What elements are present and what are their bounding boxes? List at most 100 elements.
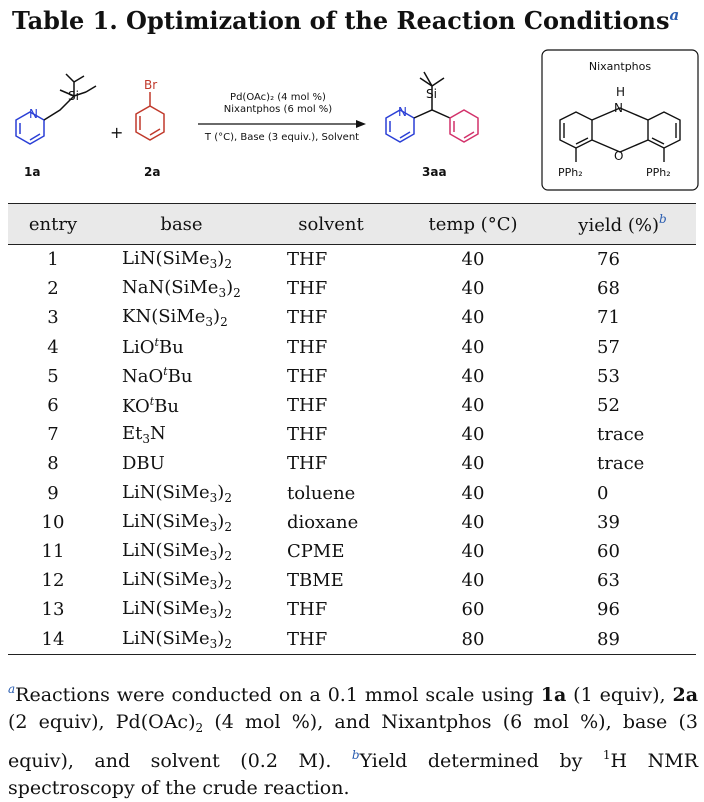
- cell-base: LiN(SiMe3)2: [122, 539, 232, 563]
- ligand-box: [541, 49, 699, 191]
- footnote-a-marker: a: [8, 682, 16, 696]
- table-title: Table 1. Optimization of the Reaction Co…: [12, 6, 680, 35]
- cell-temp: 80: [397, 624, 549, 655]
- yield-footnote-marker: b: [659, 212, 667, 226]
- cell-base: NaN(SiMe3)2: [122, 277, 241, 301]
- cell-base: LiN(SiMe3)2: [122, 569, 232, 593]
- cell-entry: 8: [47, 453, 59, 475]
- table-row: 1 LiN(SiMe3)2 THF 40 76: [8, 245, 696, 275]
- cell-yield: 0: [597, 482, 609, 504]
- cell-yield: 60: [597, 540, 620, 562]
- cell-solvent: THF: [287, 336, 328, 358]
- cell-base: LiN(SiMe3)2: [122, 248, 232, 272]
- cell-entry: 11: [41, 540, 65, 562]
- cell-yield: 96: [597, 599, 620, 621]
- cell-solvent: THF: [287, 278, 328, 300]
- header-solvent: solvent: [265, 203, 397, 245]
- cell-solvent: THF: [287, 395, 328, 417]
- cell-yield: 76: [597, 249, 620, 271]
- title-footnote-marker: a: [669, 6, 680, 24]
- cell-solvent: THF: [287, 307, 328, 329]
- cell-solvent: CPME: [287, 540, 345, 562]
- cell-entry: 3: [47, 307, 59, 329]
- table-row: 2 NaN(SiMe3)2 THF 40 68: [8, 274, 696, 303]
- cell-yield: trace: [597, 453, 645, 475]
- cell-temp: 40: [461, 540, 485, 562]
- header-yield: yield (%)b: [549, 203, 696, 245]
- ligand-pph2-left: PPh₂: [558, 166, 583, 179]
- cell-solvent: THF: [287, 424, 328, 446]
- cell-yield: trace: [597, 424, 645, 446]
- cell-solvent: dioxane: [287, 511, 359, 533]
- reactant-1a-si-atom: Si: [68, 89, 79, 103]
- table-footnote: aReactions were conducted on a 0.1 mmol …: [8, 682, 699, 799]
- cell-temp: 40: [461, 453, 485, 475]
- cell-solvent: THF: [265, 624, 397, 655]
- header-entry: entry: [8, 203, 98, 245]
- table-row: 3 KN(SiMe3)2 THF 40 71: [8, 303, 696, 332]
- footnote-b-marker: b: [351, 748, 360, 762]
- reactant-2a-structure: [135, 92, 165, 141]
- cell-base: LiOtBu: [122, 336, 184, 359]
- cell-solvent: THF: [287, 599, 328, 621]
- cell-base: DBU: [122, 453, 165, 475]
- cell-temp: 40: [461, 511, 485, 533]
- cell-entry: 12: [41, 570, 65, 592]
- header-base: base: [98, 203, 265, 245]
- cell-base: LiN(SiMe3)2: [122, 598, 232, 622]
- bromine-atom: Br: [144, 78, 157, 92]
- product-si-atom: Si: [426, 87, 437, 101]
- cell-yield: 39: [597, 511, 620, 533]
- cell-entry: 5: [47, 365, 59, 387]
- ligand-o-atom: O: [614, 149, 623, 163]
- cell-entry: 9: [47, 482, 59, 504]
- plus-sign: +: [110, 123, 123, 142]
- cell-base: KOtBu: [122, 394, 179, 417]
- cell-entry: 6: [47, 395, 59, 417]
- table-row: 11 LiN(SiMe3)2 CPME 40 60: [8, 537, 696, 566]
- table-row: 8 DBU THF 40 trace: [8, 449, 696, 478]
- cell-yield: 89: [549, 624, 696, 655]
- cell-temp: 40: [461, 307, 485, 329]
- reactant-2a-label: 2a: [144, 165, 160, 179]
- header-temp: temp (°C): [397, 203, 549, 245]
- cell-base: LiN(SiMe3)2: [122, 481, 232, 505]
- cell-temp: 60: [461, 599, 485, 621]
- cell-entry: 4: [47, 336, 59, 358]
- table-header-row: entry base solvent temp (°C) yield (%)b: [8, 203, 696, 245]
- cell-yield: 63: [597, 570, 620, 592]
- cell-temp: 40: [461, 570, 485, 592]
- product-3aa-label: 3aa: [422, 165, 447, 179]
- condition-catalyst: Pd(OAc)₂ (4 mol %): [230, 92, 326, 103]
- cell-entry: 2: [47, 278, 59, 300]
- cell-yield: 53: [597, 365, 620, 387]
- cell-yield: 68: [597, 278, 620, 300]
- reactant-1a-n-atom: N: [29, 107, 38, 121]
- condition-ligand: Nixantphos (6 mol %): [224, 104, 333, 115]
- cell-entry: 1: [47, 249, 59, 271]
- cell-temp: 40: [461, 249, 485, 271]
- ligand-n-atom: N: [614, 101, 623, 115]
- cell-base: KN(SiMe3)2: [122, 306, 228, 330]
- cell-temp: 40: [461, 424, 485, 446]
- cell-temp: 40: [461, 336, 485, 358]
- cell-solvent: THF: [287, 453, 328, 475]
- ligand-structure: [559, 107, 681, 162]
- cell-temp: 40: [461, 278, 485, 300]
- cell-base: LiN(SiMe3)2: [122, 510, 232, 534]
- condition-temp-base-solvent: T (°C), Base (3 equiv.), Solvent: [204, 132, 359, 143]
- cell-yield: 71: [597, 307, 620, 329]
- reactant-1a-structure: [15, 73, 97, 145]
- ligand-h-atom: H: [616, 85, 625, 99]
- cell-base: NaOtBu: [122, 365, 193, 388]
- cell-solvent: toluene: [287, 482, 356, 504]
- cell-temp: 40: [461, 395, 485, 417]
- cell-solvent: THF: [287, 249, 328, 271]
- cell-solvent: TBME: [287, 570, 344, 592]
- product-n-atom: N: [398, 105, 407, 119]
- ligand-title: Nixantphos: [589, 60, 652, 73]
